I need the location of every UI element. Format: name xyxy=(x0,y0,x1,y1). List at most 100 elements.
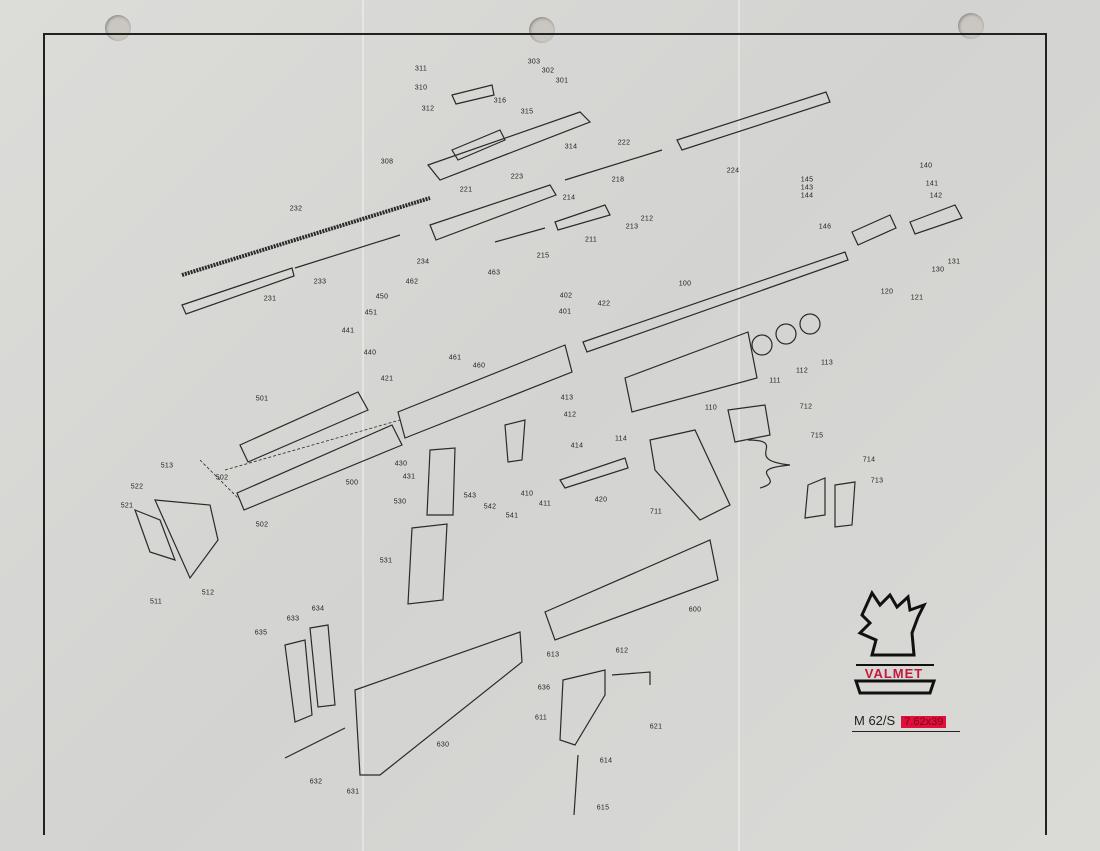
part-number-label: 420 xyxy=(594,496,608,504)
part-number-label: 542 xyxy=(483,503,497,511)
part-number-label: 221 xyxy=(459,186,473,194)
firing-pin xyxy=(494,227,546,243)
part-number-label: 100 xyxy=(678,280,692,288)
part-number-label: 463 xyxy=(487,269,501,277)
part-number-label: 223 xyxy=(510,173,524,181)
rear-sight xyxy=(451,129,506,161)
part-number-label: 460 xyxy=(472,362,486,370)
part-number-label: 315 xyxy=(520,108,534,116)
part-number-label: 501 xyxy=(255,395,269,403)
part-number-label: 421 xyxy=(380,375,394,383)
part-number-label: 541 xyxy=(505,512,519,520)
part-number-label: 111 xyxy=(769,377,781,385)
buttplate xyxy=(154,499,219,580)
brand-name: VALMET xyxy=(864,666,924,681)
punch-hole xyxy=(529,17,555,43)
part-number-label: 410 xyxy=(520,490,534,498)
grip-screw xyxy=(573,754,579,816)
part-number-label: 143 xyxy=(800,184,814,192)
part-number-label: 531 xyxy=(379,557,393,565)
barrel-upper xyxy=(676,91,831,151)
part-number-label: 522 xyxy=(130,483,144,491)
mag-follower xyxy=(727,404,771,443)
part-number-label: 600 xyxy=(688,606,702,614)
part-number-label: 450 xyxy=(375,293,389,301)
part-number-label: 714 xyxy=(862,456,876,464)
part-number-label: 212 xyxy=(640,215,654,223)
part-number-label: 712 xyxy=(799,403,813,411)
bolt-carrier xyxy=(429,184,557,241)
part-number-label: 511 xyxy=(149,598,163,606)
front-sight xyxy=(851,214,897,246)
part-number-label: 411 xyxy=(538,500,552,508)
paper-fold xyxy=(738,0,740,851)
part-number-label: 211 xyxy=(584,236,598,244)
cleaning-tube xyxy=(236,424,403,511)
part-number-label: 113 xyxy=(820,359,834,367)
part-number-label: 144 xyxy=(800,192,814,200)
part-number-label: 142 xyxy=(929,192,943,200)
barrel xyxy=(582,251,849,353)
part-number-label: 632 xyxy=(309,778,323,786)
part-number-label: 630 xyxy=(436,741,450,749)
model-designation: M 62/S 7.62x39 xyxy=(854,713,947,728)
drawing-frame xyxy=(43,33,1047,835)
part-number-label: 422 xyxy=(597,300,611,308)
part-number-label: 633 xyxy=(286,615,300,623)
handguard xyxy=(624,331,758,413)
part-number-label: 114 xyxy=(614,435,628,443)
part-number-label: 615 xyxy=(596,804,610,812)
part-number-label: 631 xyxy=(346,788,360,796)
part-number-label: 233 xyxy=(313,278,327,286)
sear-spring xyxy=(559,457,629,489)
part-number-label: 414 xyxy=(570,442,584,450)
caliber: 7.62x39 xyxy=(901,716,947,728)
part-number-label: 314 xyxy=(564,143,578,151)
buttplate-pad xyxy=(133,508,176,561)
part-number-label: 502 xyxy=(255,521,269,529)
part-number-label: 121 xyxy=(910,294,924,302)
part-number-label: 621 xyxy=(649,723,663,731)
part-number-label: 636 xyxy=(537,684,551,692)
part-number-label: 112 xyxy=(795,367,809,375)
part-number-label: 613 xyxy=(546,651,560,659)
bolt xyxy=(554,204,611,231)
punch-hole xyxy=(105,15,131,41)
gas-rod xyxy=(564,149,663,181)
stock xyxy=(354,631,523,776)
model-underline xyxy=(852,731,960,732)
part-number-label: 413 xyxy=(560,394,574,402)
part-number-label: 502 xyxy=(215,474,229,482)
part-number-label: 614 xyxy=(599,757,613,765)
part-number-label: 451 xyxy=(364,309,378,317)
part-number-label: 512 xyxy=(201,589,215,597)
part-number-label: 430 xyxy=(394,460,408,468)
part-number-label: 530 xyxy=(393,498,407,506)
part-number-label: 612 xyxy=(615,647,629,655)
part-number-label: 441 xyxy=(341,327,355,335)
recoil-guide xyxy=(181,267,295,315)
magazine xyxy=(649,429,731,521)
mag-spring xyxy=(747,439,791,489)
receiver xyxy=(397,344,573,439)
model-number: M 62/S xyxy=(854,713,896,728)
stock-bolt xyxy=(284,727,346,759)
pistol-grip-2 xyxy=(407,523,448,605)
part-number-label: 131 xyxy=(947,258,961,266)
part-number-label: 713 xyxy=(870,477,884,485)
part-number-label: 231 xyxy=(263,295,277,303)
part-number-label: 214 xyxy=(562,194,576,202)
cleaning-tube xyxy=(239,391,369,463)
part-number-label: 145 xyxy=(800,176,814,184)
part-number-label: 232 xyxy=(289,205,303,213)
buttpad-2 xyxy=(309,624,336,708)
part-number-label: 120 xyxy=(880,288,894,296)
part-number-label: 301 xyxy=(555,77,569,85)
part-number-label: 302 xyxy=(541,67,555,75)
part-number-label: 412 xyxy=(563,411,577,419)
part-number-label: 715 xyxy=(810,432,824,440)
part-number-label: 140 xyxy=(919,162,933,170)
part-number-label: 635 xyxy=(254,629,268,637)
part-number-label: 513 xyxy=(160,462,174,470)
